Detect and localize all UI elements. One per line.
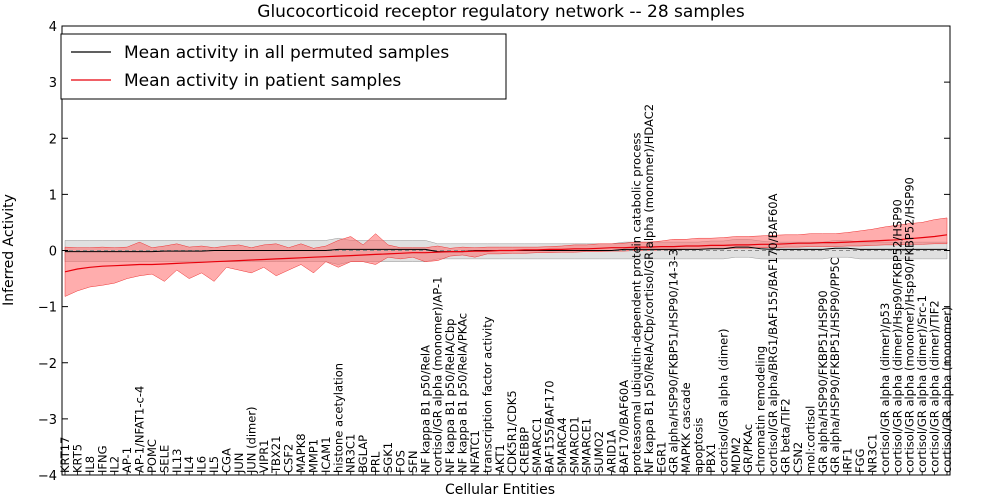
- x-tick-label: PBX1: [704, 443, 718, 473]
- legend-box: [60, 33, 507, 100]
- x-tick-label: IL2: [108, 456, 122, 473]
- x-tick-label: JUN (dimer): [244, 406, 258, 474]
- x-tick-label: histone acetylation: [331, 363, 345, 473]
- x-tick-label: IL4: [182, 456, 196, 473]
- x-tick-label: NR3C1: [866, 434, 880, 473]
- patient-confidence-band: [64, 217, 948, 297]
- x-tick-label: SMARCE1: [580, 418, 594, 473]
- plot-area: −4 −3 −2 −1 0 1 2 3 4KRT17KRT5IL8IFNGIL2AP-1AP-1…: [38, 20, 954, 484]
- x-tick-label: NF kappa B1 p50/RelA: [418, 345, 432, 473]
- x-tick-label: NF kappa B1 p50/RelA/Cbp: [443, 319, 457, 473]
- x-tick-label: SGK1: [381, 442, 395, 473]
- x-tick-label: NR3C1: [344, 434, 358, 473]
- x-tick-label: AKT1: [493, 444, 507, 473]
- x-tick-label: PRL: [369, 451, 383, 473]
- x-tick-label: SFN: [406, 450, 420, 473]
- x-tick-label: TBX21: [269, 436, 283, 474]
- y-tick-label: −1: [38, 301, 57, 316]
- x-tick-label: NF kappa B1 p50/RelA/Cbp/cortisol/GR alp…: [642, 104, 656, 473]
- x-tick-label: IL5: [207, 456, 221, 473]
- x-tick-label: CSN2: [791, 442, 805, 473]
- x-tick-label: ARID1A: [605, 430, 619, 473]
- x-axis-label: Cellular Entities: [445, 482, 555, 498]
- x-tick-label: MAPK8: [294, 433, 308, 473]
- x-tick-label: cortisol/GR alpha (dimer)/Src-1: [915, 295, 929, 473]
- x-tick-label: MAPKK cascade: [679, 382, 693, 473]
- x-tick-label: cortisol/GR alpha/BRG1/BAF155/BAF170/BAF…: [766, 193, 780, 473]
- x-tick-label: AP-1: [120, 447, 134, 473]
- x-tick-label: SMARCA4: [555, 417, 569, 473]
- x-tick-label: IL8: [83, 456, 97, 473]
- x-tick-label: FOS: [393, 450, 407, 473]
- x-tick-label: SMARCD1: [567, 416, 581, 473]
- x-tick-label: cortisol/GR alpha (monomer)/Hsp90/FKBP52…: [903, 177, 917, 473]
- x-tick-label: CGA: [220, 448, 234, 473]
- x-tick-label: GR alpha/HSP90/FKBP51/HSP90: [816, 290, 830, 473]
- x-tick-label: KRT17: [58, 437, 72, 473]
- chart-title: Glucocorticoid receptor regulatory netwo…: [257, 2, 745, 22]
- x-tick-label: cortisol/GR alpha (dimer)/TIF2: [928, 300, 942, 473]
- y-axis-label: Inferred Activity: [1, 194, 17, 306]
- x-tick-label: VIPR1: [257, 439, 271, 473]
- legend: Mean activity in all permuted samplesMea…: [60, 33, 507, 100]
- x-tick-label: FGG: [853, 449, 867, 473]
- x-tick-label: MDM2: [729, 437, 743, 473]
- x-tick-label: GR/PKAc: [741, 424, 755, 473]
- x-tick-label: SUMO2: [592, 431, 606, 473]
- x-tick-label: JUN: [232, 453, 246, 474]
- x-tick-label: CREBBP: [518, 427, 532, 473]
- x-tick-label: cortisol/GR alpha (monomer)/AP-1: [431, 277, 445, 473]
- x-tick-label: SELE: [157, 445, 171, 473]
- x-tick-label: IRF1: [841, 448, 855, 473]
- y-tick-label: −4: [38, 469, 57, 484]
- x-tick-label: BAF155/BAF170: [543, 380, 557, 473]
- x-tick-label: AP-1/NFAT1-c-4: [133, 386, 147, 473]
- x-tick-label: ICAM1: [319, 436, 333, 473]
- x-tick-label: CSF2: [282, 444, 296, 473]
- x-tick-label: NFATC1: [468, 430, 482, 473]
- y-tick-label: 3: [49, 76, 57, 91]
- x-tick-label: MMP1: [307, 439, 321, 473]
- x-tick-label: cortisol/GR alpha (monomer): [940, 306, 954, 473]
- x-tick-label: IL6: [195, 456, 209, 473]
- x-tick-label: transcription factor activity: [480, 316, 494, 473]
- legend-label-patient: Mean activity in patient samples: [124, 71, 401, 91]
- y-tick-label: 0: [49, 245, 57, 260]
- x-tick-label: cortisol/GR alpha (dimer)/p53: [878, 303, 892, 473]
- x-tick-label: CDK5R1/CDK5: [505, 390, 519, 473]
- x-tick-label: IL13: [170, 449, 184, 473]
- x-tick-label: mol:cortisol: [803, 406, 817, 473]
- x-tick-label: SMARCC1: [530, 417, 544, 473]
- x-tick-label: EGR1: [654, 442, 668, 474]
- y-tick-label: −3: [38, 413, 57, 428]
- legend-label-permuted: Mean activity in all permuted samples: [124, 43, 449, 63]
- x-tick-label: chromatin remodeling: [754, 346, 768, 473]
- x-tick-label: BGLAP: [356, 435, 370, 473]
- series-line-patient: [64, 234, 948, 273]
- x-tick-label: apoptosis: [692, 418, 706, 473]
- x-tick-label: KRT5: [70, 444, 84, 473]
- y-tick-label: −2: [38, 357, 57, 372]
- x-tick-label: proteasomal ubiquitin-dependent protein …: [629, 132, 643, 473]
- x-tick-label: cortisol/GR alpha (dimer): [716, 329, 730, 473]
- x-tick-label: GR alpha/HSP90/FKBP51/HSP90/PP5C: [828, 257, 842, 473]
- x-tick-label: cortisol/GR alpha (dimer)/Hsp90/FKBP52/H…: [890, 199, 904, 473]
- y-tick-label: 4: [49, 20, 57, 35]
- x-tick-label: POMC: [145, 439, 159, 473]
- x-tick-label: GR alpha/HSP90/FKBP51/HSP90/14-3-3: [667, 249, 681, 473]
- x-tick-label: GR beta/TIF2: [779, 398, 793, 473]
- y-tick-label: 1: [49, 188, 57, 203]
- x-tick-label: NF kappa B1 p50/RelA/PKAc: [456, 313, 470, 473]
- x-tick-label: BAF170/BAF60A: [617, 380, 631, 473]
- x-tick-label: IFNG: [95, 445, 109, 473]
- y-tick-label: 2: [49, 132, 57, 147]
